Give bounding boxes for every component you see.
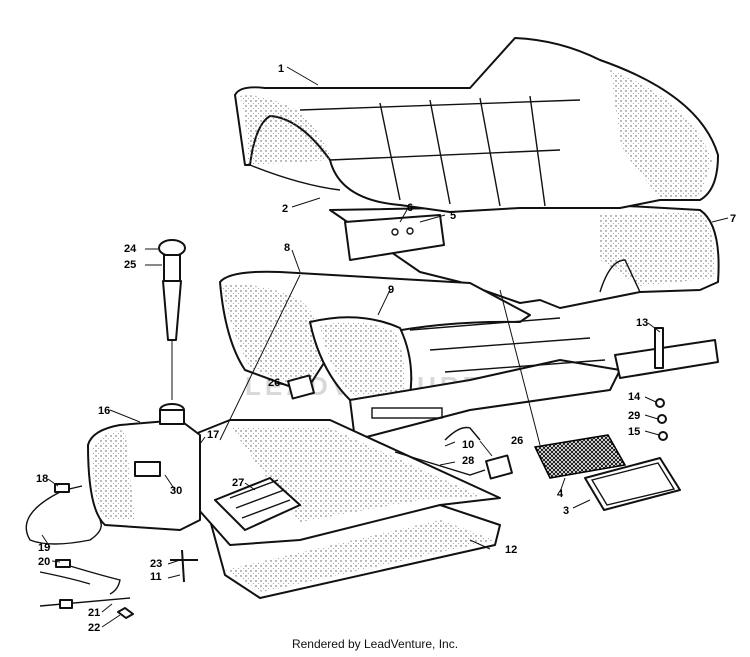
callout-11: 11 bbox=[150, 571, 162, 583]
callout-26a: 26 bbox=[268, 377, 280, 389]
part-4-mesh-screen bbox=[533, 434, 627, 479]
part-27-step-pad bbox=[214, 477, 301, 531]
callout-labels: 1 2 3 4 5 6 7 8 9 10 11 12 13 14 15 16 1… bbox=[36, 63, 736, 634]
callout-7: 7 bbox=[730, 213, 736, 225]
part-3-frame bbox=[584, 457, 681, 511]
callout-15: 15 bbox=[628, 426, 640, 438]
callout-12: 12 bbox=[505, 544, 517, 556]
callout-4: 4 bbox=[557, 488, 564, 500]
callout-13: 13 bbox=[636, 317, 648, 329]
callout-19: 19 bbox=[38, 542, 50, 554]
callout-28: 28 bbox=[462, 455, 474, 467]
part-9-inner-panel bbox=[309, 316, 413, 401]
callout-2: 2 bbox=[282, 203, 288, 215]
callout-8: 8 bbox=[284, 242, 290, 254]
callout-23: 23 bbox=[150, 558, 162, 570]
part-5-6-bracket bbox=[344, 214, 445, 261]
callout-5: 5 bbox=[450, 210, 456, 222]
part-24-25-filler bbox=[158, 239, 186, 425]
footer-credit: Rendered by LeadVenture, Inc. bbox=[291, 637, 459, 651]
callout-25: 25 bbox=[124, 259, 136, 271]
part-16-fuel-tank bbox=[87, 419, 201, 531]
callout-22: 22 bbox=[88, 622, 100, 634]
callout-29: 29 bbox=[628, 410, 640, 422]
callout-17: 17 bbox=[207, 429, 219, 441]
callout-16: 16 bbox=[98, 405, 110, 417]
callout-6: 6 bbox=[407, 202, 413, 214]
part-26-pads bbox=[287, 374, 513, 480]
callout-3: 3 bbox=[563, 505, 569, 517]
callout-1: 1 bbox=[278, 63, 284, 75]
callout-10: 10 bbox=[462, 439, 474, 451]
leader-lines bbox=[41, 66, 729, 628]
part-23-11-fastener bbox=[170, 549, 198, 583]
callout-27: 27 bbox=[232, 477, 244, 489]
parts-14-29-15-hardware bbox=[655, 398, 668, 441]
callout-9: 9 bbox=[388, 284, 394, 296]
callout-21: 21 bbox=[88, 607, 100, 619]
callout-26b: 26 bbox=[511, 435, 523, 447]
part-10-28-straps bbox=[394, 426, 486, 476]
part-1-seat-cushion bbox=[234, 37, 719, 213]
callout-14: 14 bbox=[628, 391, 641, 403]
part-13-rail bbox=[614, 327, 719, 379]
tunnel-floor bbox=[349, 317, 621, 441]
callout-18: 18 bbox=[36, 473, 48, 485]
fuel-line-parts bbox=[25, 483, 134, 619]
callout-24: 24 bbox=[124, 243, 137, 255]
callout-20: 20 bbox=[38, 556, 50, 568]
exploded-view-drawing: LEADVENTURE bbox=[25, 37, 736, 634]
callout-30: 30 bbox=[170, 485, 182, 497]
